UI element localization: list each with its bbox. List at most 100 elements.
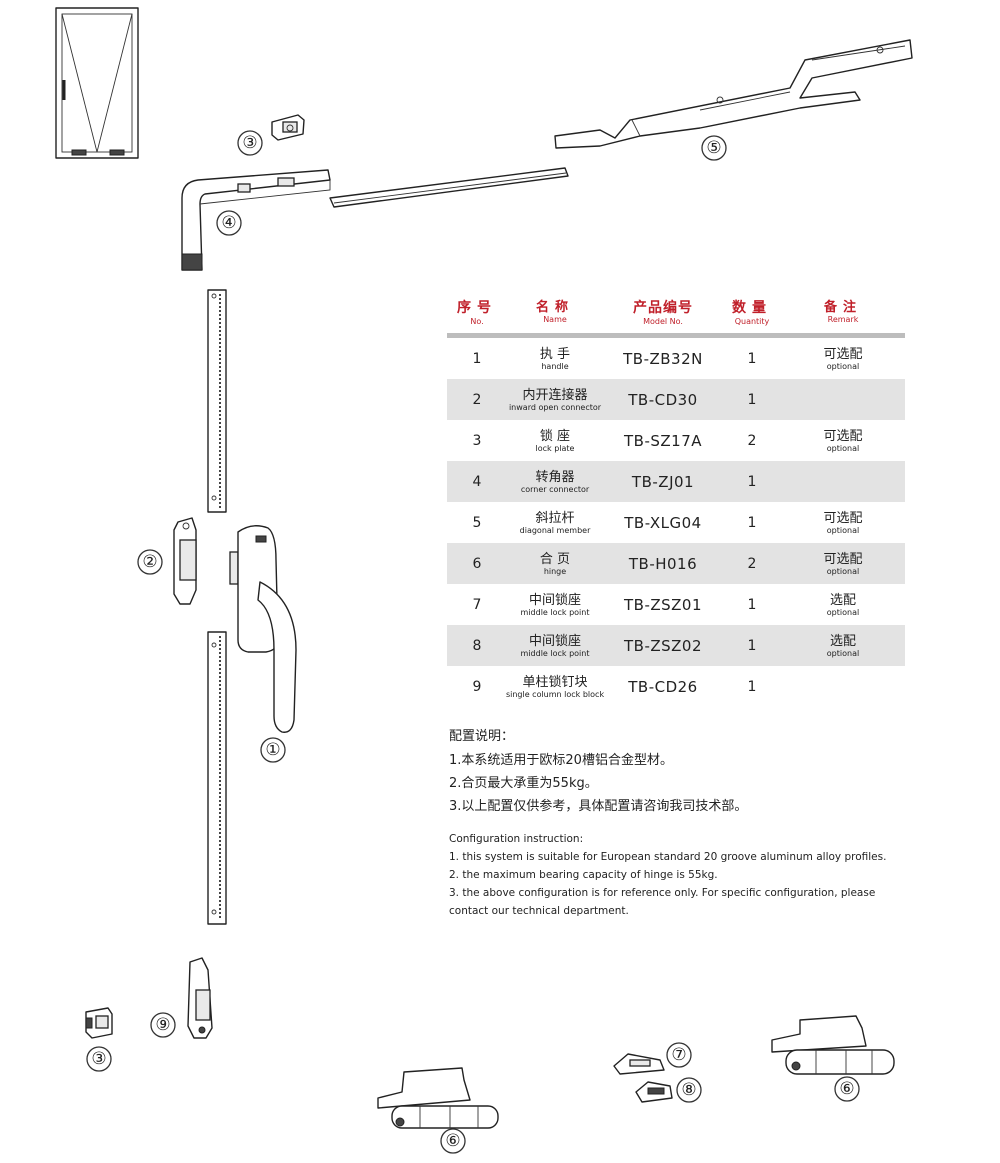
config-notes-chinese: 配置说明： 1.本系统适用于欧标20槽铝合金型材。 2.合页最大承重为55kg。… (449, 725, 909, 818)
cell-no: 4 (472, 473, 482, 490)
vertical-rod-lower (207, 631, 227, 925)
cell-name-en: single column lock block (505, 689, 605, 699)
cell-quantity: 1 (747, 637, 757, 654)
header-model: 产品编号 Model No. (633, 300, 693, 326)
cell-quantity: 1 (747, 473, 757, 490)
cell-model: TB-XLG04 (624, 513, 702, 532)
cell-no: 3 (472, 432, 482, 449)
cell-model: TB-CD26 (628, 677, 698, 696)
cell-name-en: handle (541, 361, 569, 371)
cell-model: TB-SZ17A (623, 431, 702, 450)
cell-name-en: inward open connector (508, 402, 602, 412)
cell-remark-en: optional (826, 566, 860, 576)
cell-remark-zh: 选配 (829, 633, 856, 649)
cell-name-zh: 转角器 (535, 469, 575, 485)
cell-name-zh: 锁 座 (539, 428, 571, 444)
notes-en-line: 1. this system is suitable for European … (449, 851, 887, 863)
cell-name-en: diagonal member (519, 525, 591, 535)
cell-remark-en: optional (826, 525, 860, 535)
header-name: 名称 Name (535, 300, 574, 324)
callout-3-bottom: ③ (86, 1046, 112, 1072)
cell-quantity: 2 (747, 432, 757, 449)
cell-quantity: 1 (747, 350, 757, 367)
cell-no: 8 (472, 637, 482, 654)
cell-remark-en: optional (826, 361, 860, 371)
cell-model: TB-ZJ01 (631, 472, 695, 491)
inward-open-connector-part (173, 517, 197, 605)
table-header: 序号 No. 名称 Name 产品编号 Model No. 数量 Quantit… (447, 300, 905, 338)
notes-en-title: Configuration instruction: (449, 833, 584, 845)
callout-6-left: ⑥ (440, 1128, 466, 1154)
svg-text:⑦: ⑦ (671, 1045, 686, 1065)
svg-text:④: ④ (221, 213, 236, 233)
cell-name-zh: 中间锁座 (528, 633, 581, 649)
callout-3-top: ③ (237, 130, 263, 156)
cell-model: TB-H016 (628, 554, 698, 573)
cell-model: TB-CD30 (628, 390, 698, 409)
cell-model: TB-ZSZ02 (623, 636, 703, 655)
cell-remark-zh: 可选配 (823, 551, 863, 567)
cell-quantity: 1 (747, 391, 757, 408)
cell-name-zh: 斜拉杆 (535, 510, 575, 526)
cell-name-zh: 内开连接器 (522, 387, 588, 403)
cell-remark-zh: 可选配 (823, 510, 863, 526)
callout-5: ⑤ (701, 135, 727, 161)
cell-name-zh: 执 手 (539, 346, 571, 362)
cell-name-en: middle lock point (520, 648, 590, 658)
cell-remark-zh: 可选配 (823, 346, 863, 362)
middle-lock-point-part-8 (635, 1081, 673, 1103)
cell-quantity: 2 (747, 555, 757, 572)
cell-name-en: hinge (543, 566, 567, 576)
cell-name-en: corner connector (520, 484, 590, 494)
notes-cn-line: 2.合页最大承重为55kg。 (449, 776, 598, 791)
cell-name-zh: 中间锁座 (528, 592, 581, 608)
cell-model: TB-ZB32N (623, 349, 703, 368)
cell-name-zh: 合 页 (539, 551, 571, 567)
cell-name-en: lock plate (535, 443, 575, 453)
middle-lock-point-part-7 (613, 1053, 665, 1075)
config-notes-english: Configuration instruction: 1. this syste… (449, 830, 919, 920)
vertical-rod-upper (207, 289, 227, 513)
callout-7: ⑦ (666, 1042, 692, 1068)
cell-remark-en: optional (826, 607, 860, 617)
svg-text:⑨: ⑨ (155, 1015, 170, 1035)
corner-connector-part (181, 169, 331, 271)
notes-cn-line: 3.以上配置仅供参考，具体配置请咨询我司技术部。 (449, 799, 748, 814)
notes-en-line: 2. the maximum bearing capacity of hinge… (449, 869, 718, 881)
svg-text:⑧: ⑧ (681, 1080, 696, 1100)
callout-9: ⑨ (150, 1012, 176, 1038)
notes-cn-title: 配置说明： (449, 729, 515, 744)
callout-4: ④ (216, 210, 242, 236)
hinge-part-left (377, 1067, 499, 1129)
callout-1: ① (260, 737, 286, 763)
callout-6-right: ⑥ (834, 1076, 860, 1102)
notes-cn-line: 1.本系统适用于欧标20槽铝合金型材。 (449, 753, 673, 768)
notes-en-line: 3. the above configuration is for refere… (449, 887, 876, 899)
svg-text:①: ① (265, 740, 280, 760)
single-column-lock-block-part (187, 957, 213, 1039)
diagonal-member-part (554, 39, 913, 149)
parts-spec-table: 序号 No. 名称 Name 产品编号 Model No. 数量 Quantit… (447, 300, 905, 707)
